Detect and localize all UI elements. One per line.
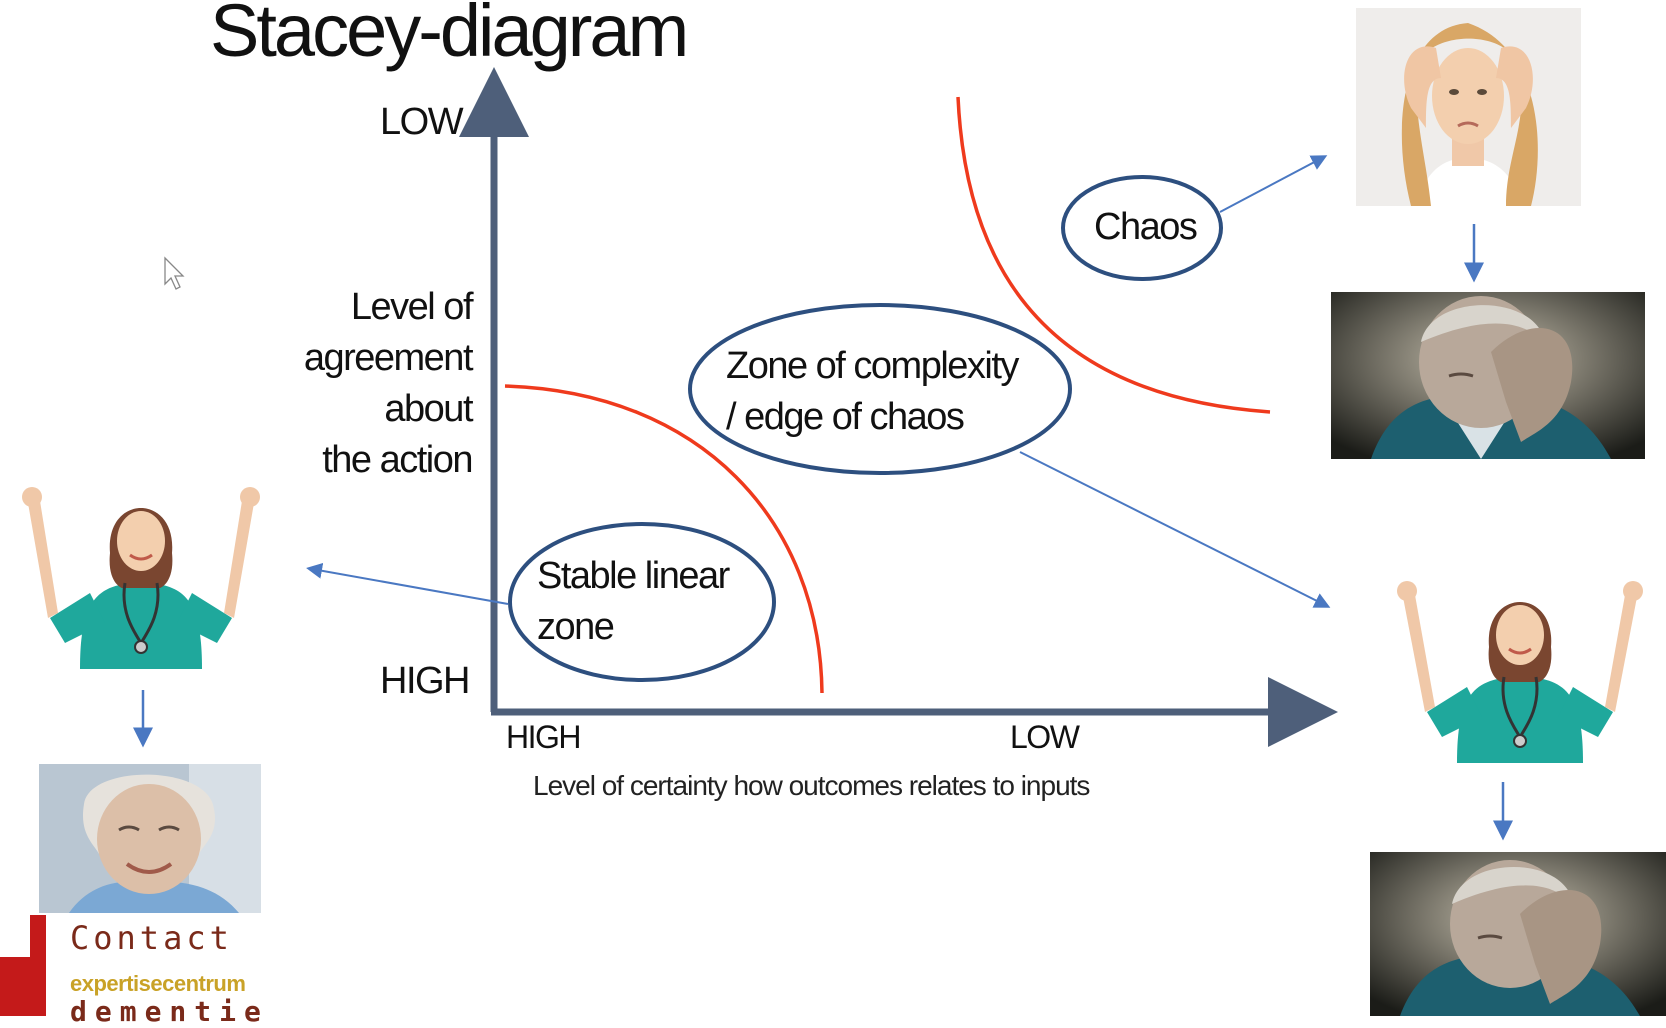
x-axis-caption: Level of certainty how outcomes relates … <box>533 770 1090 801</box>
complexity-zone-line: / edge of chaos <box>726 396 965 438</box>
x-axis-right-label: LOW <box>1010 719 1080 755</box>
complexity-zone-label: Zone of complexity / edge of chaos <box>726 341 1019 443</box>
y-axis-title-line: about <box>384 388 473 430</box>
stable-arrow <box>306 562 509 605</box>
sad-elderly-man-photo-top <box>1331 292 1645 459</box>
smiling-elderly-woman-photo <box>39 764 261 913</box>
chaos-zone-boundary <box>956 96 1271 414</box>
complexity-zone-line: Zone of complexity <box>726 345 1019 387</box>
logo-subtitle: expertisecentrum <box>70 971 246 996</box>
logo-name: Contact <box>70 919 233 957</box>
chaos-arrow <box>1219 155 1328 213</box>
stable-zone-label: Stable linear zone <box>537 551 730 653</box>
chaos-zone-label: Chaos <box>1094 206 1198 248</box>
x-axis-left-label: HIGH <box>506 719 582 755</box>
y-axis-top-label: LOW <box>380 101 464 143</box>
y-axis-title-line: the action <box>322 439 473 481</box>
sad-elderly-man-photo-bottom <box>1370 852 1666 1016</box>
complexity-ellipse <box>688 303 1072 475</box>
cheering-nurse-photo-left <box>10 483 272 669</box>
stressed-woman-photo <box>1356 8 1581 206</box>
contact-logo: Contact expertisecentrum dementie <box>0 915 290 1028</box>
chaos-ellipse <box>1061 175 1223 281</box>
complexity-arrow <box>1019 451 1331 608</box>
mouse-cursor-icon <box>164 256 185 290</box>
stable-zone-line: zone <box>537 606 615 648</box>
y-axis-title-line: Level of <box>350 286 474 328</box>
y-axis-title-line: agreement <box>303 337 474 379</box>
stable-zone-boundary <box>504 384 824 694</box>
stable-ellipse <box>508 522 776 682</box>
stable-zone-line: Stable linear <box>537 555 730 597</box>
diagram-title: Stacey-diagram <box>210 0 689 72</box>
logo-mark-icon <box>0 915 46 1016</box>
cheering-nurse-photo-right <box>1385 575 1655 763</box>
y-axis-bottom-label: HIGH <box>380 660 471 702</box>
logo-subtitle-2: dementie <box>70 995 269 1028</box>
y-axis-title: Level of agreement about the action <box>260 282 474 486</box>
